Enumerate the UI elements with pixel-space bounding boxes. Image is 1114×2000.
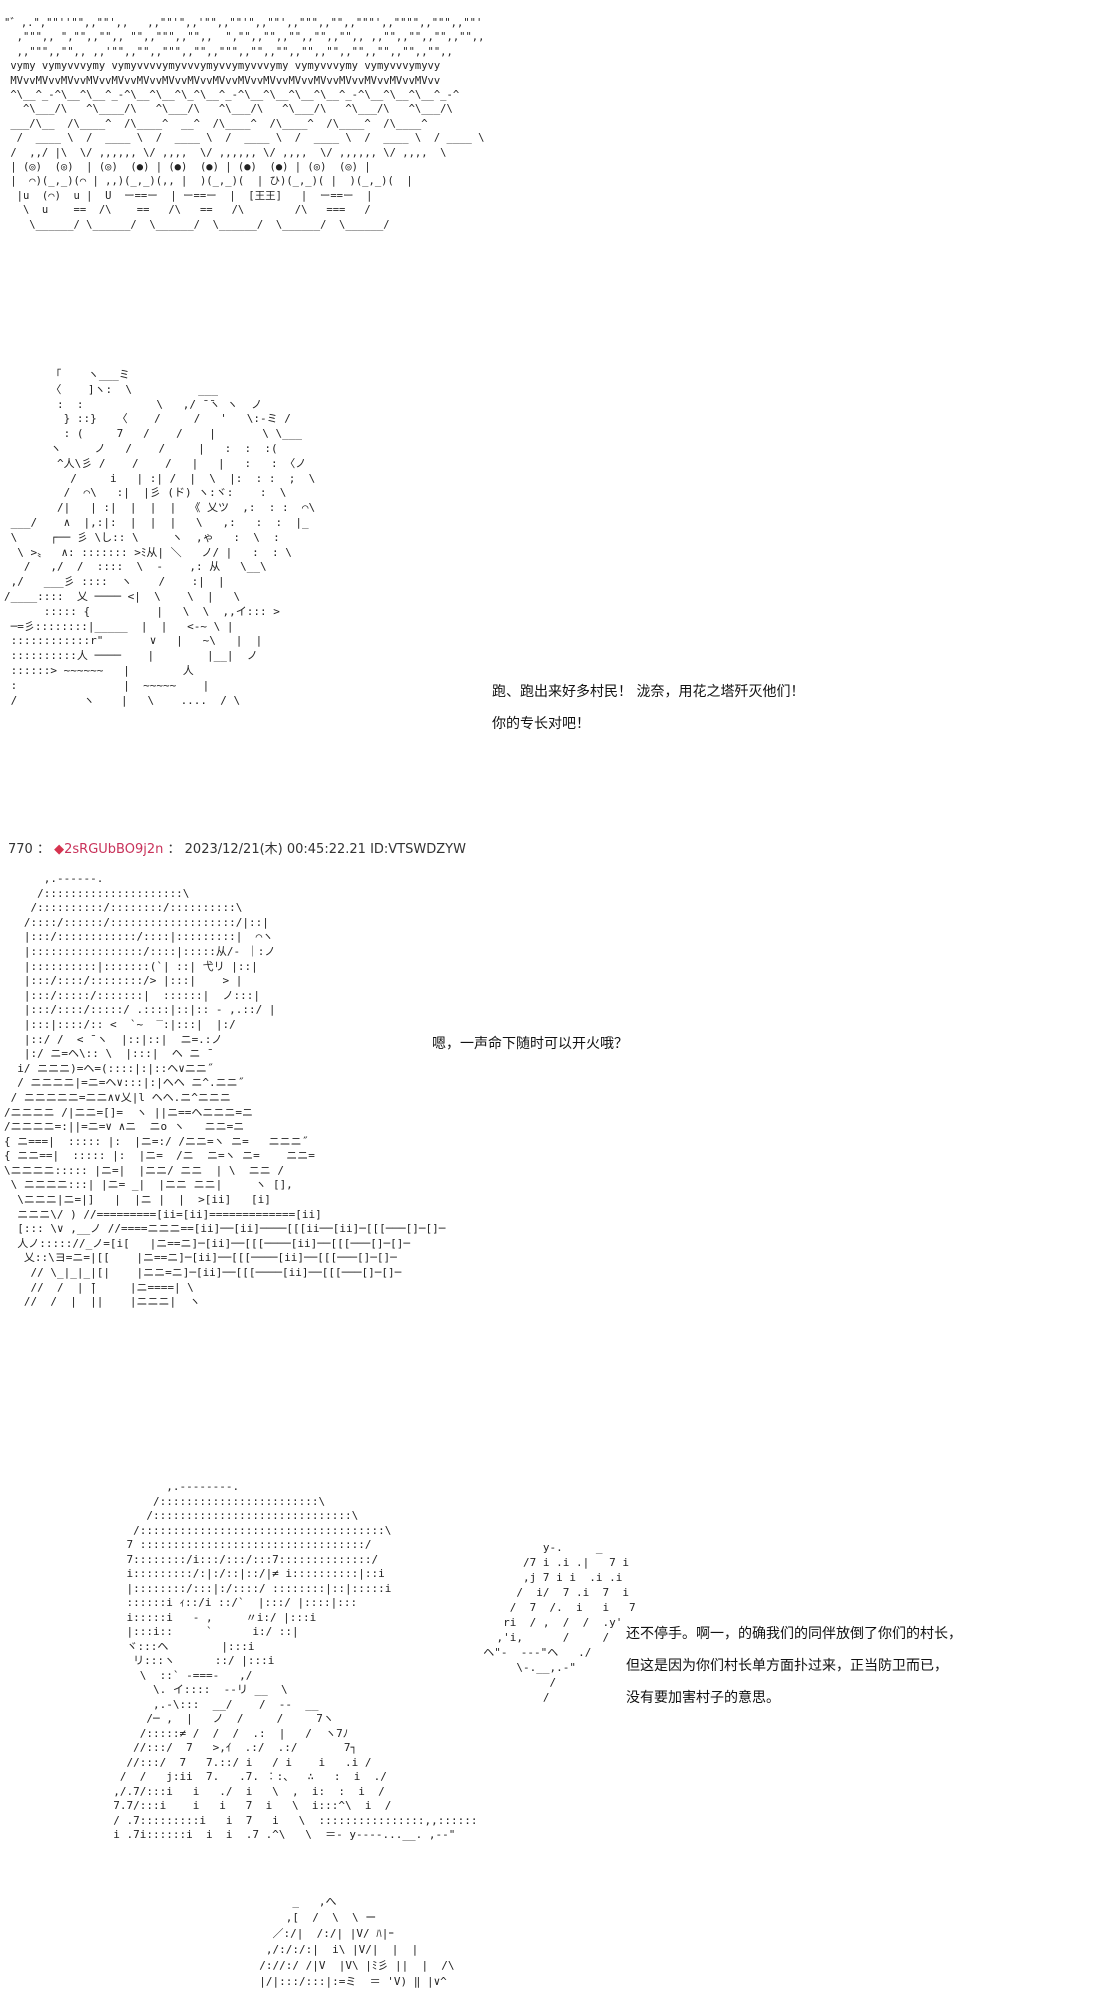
post-datetime: 2023/12/21(木) 00:45:22.21: [184, 842, 366, 857]
trip-diamond-icon: ◆: [54, 842, 65, 857]
dialog-block-3: 还不停手。啊一，的确我们的同伴放倒了你们的村长， 但这是因为你们村长单方面扑过来…: [626, 1618, 962, 1714]
post-separator: ：: [167, 842, 181, 857]
soldier-ascii-art: ,.--------. /::::::::::::::::::::::::\ /…: [113, 1480, 478, 1841]
post-id[interactable]: ID:VTSWDZYW: [370, 842, 466, 857]
dialog-line: 没有要加害村子的意思。: [626, 1690, 780, 1706]
post-separator: ：: [36, 842, 50, 857]
post-header: 770 ： ◆2sRGUbBO9j2n ： 2023/12/21(木) 00:4…: [8, 838, 466, 857]
bottom-ascii-art: _ ,へ ,[ / \ \ ー ／:/| /:/| |V/ ﾊ|ｰ ,/:/:/…: [259, 1895, 455, 1988]
dialog-line: 你的专长对吧！: [492, 716, 590, 732]
dialog-line: 嗯，一声命下随时可以开火哦？: [432, 1036, 628, 1052]
girl-ascii-art: 「 ヽ___ミ 〈 ]ヽ: \ ___ : : \ ,/ ̄ ̄ヽ ヽ ノ } …: [4, 368, 316, 707]
gunner-ascii-art: ,.-‐‐‐‐-. /:::::::::::::::::::::\ /:::::…: [4, 872, 446, 1309]
post-tripcode[interactable]: 2sRGUbBO9j2n: [64, 842, 164, 857]
dialog-block-2: 嗯，一声命下随时可以开火哦？: [432, 1028, 628, 1060]
dialog-line: 但这是因为你们村长单方面扑过来，正当防卫而已，: [626, 1658, 948, 1674]
dialog-line: 跑、跑出来好多村民！ 泷奈，用花之塔歼灭他们！: [492, 684, 805, 700]
crowd-ascii-art: "゛,.",""''"",,""',, ,,""'",,'"",,""'",,"…: [4, 17, 485, 231]
dialog-line: 还不停手。啊一，的确我们的同伴放倒了你们的村长，: [626, 1626, 962, 1642]
dialog-block-1: 跑、跑出来好多村民！ 泷奈，用花之塔歼灭他们！ 你的专长对吧！: [492, 676, 804, 740]
post-number: 770: [8, 842, 33, 857]
hand-ascii-art: y-. _ /7 i .i .| 7 i ,j 7 i i .i .i / i/…: [483, 1541, 636, 1704]
